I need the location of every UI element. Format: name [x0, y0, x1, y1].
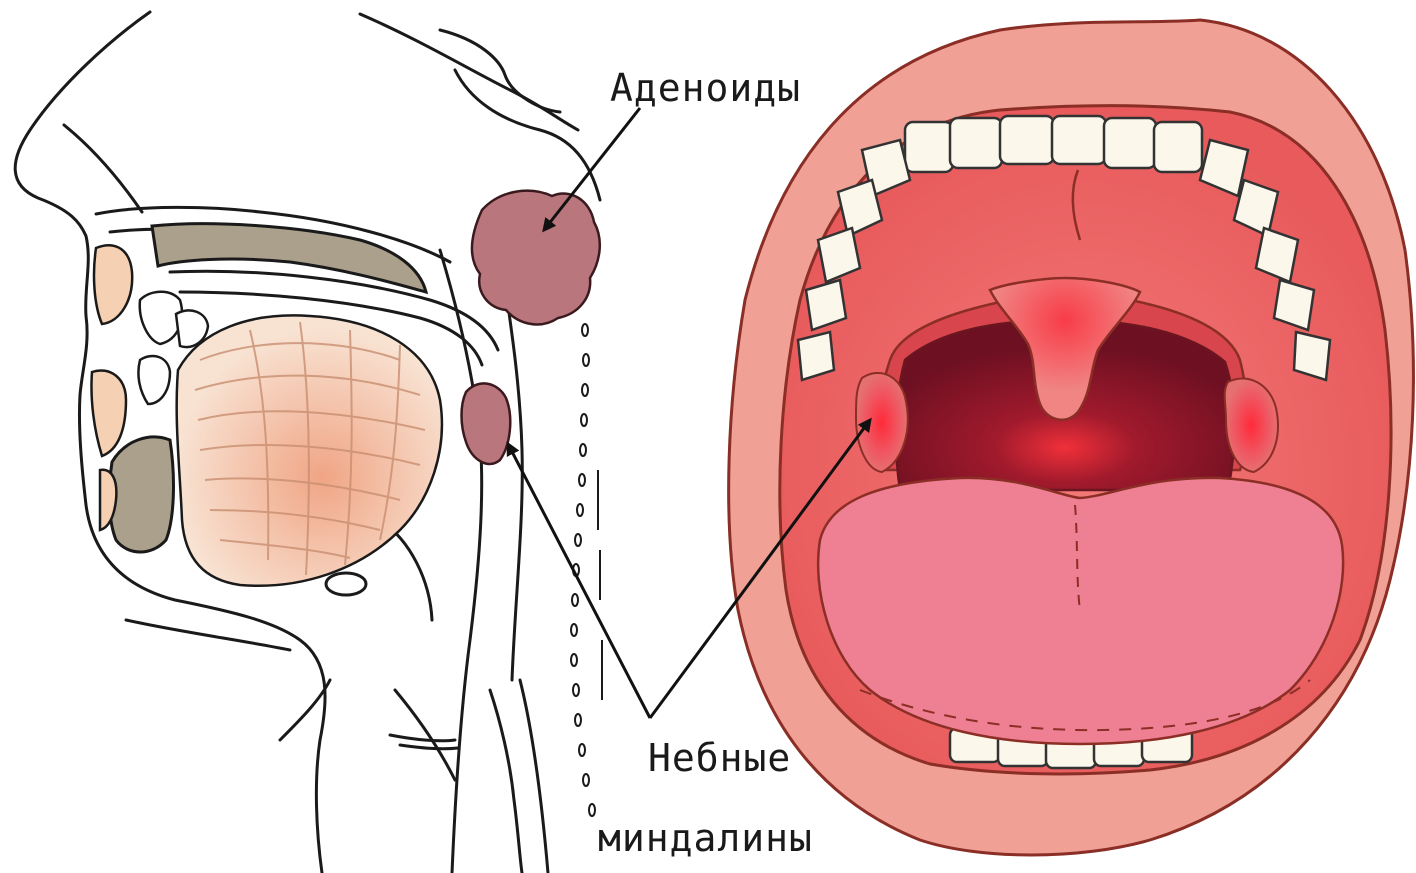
adenoid-mass — [472, 191, 600, 325]
adenoids-label: Аденоиды — [610, 66, 801, 110]
profile-tongue — [177, 315, 442, 585]
tonsils-label-line1: Небные — [648, 736, 791, 780]
hard-palate-bone — [152, 224, 426, 292]
tonsils-label-line2: миндалины — [598, 816, 813, 860]
vertebral-column — [571, 324, 602, 816]
profile-tonsil — [462, 383, 511, 464]
open-mouth-view — [729, 20, 1414, 855]
arrow-to-profile-tonsil — [508, 444, 650, 718]
tongue — [818, 478, 1343, 744]
mandible-bone — [109, 437, 173, 552]
